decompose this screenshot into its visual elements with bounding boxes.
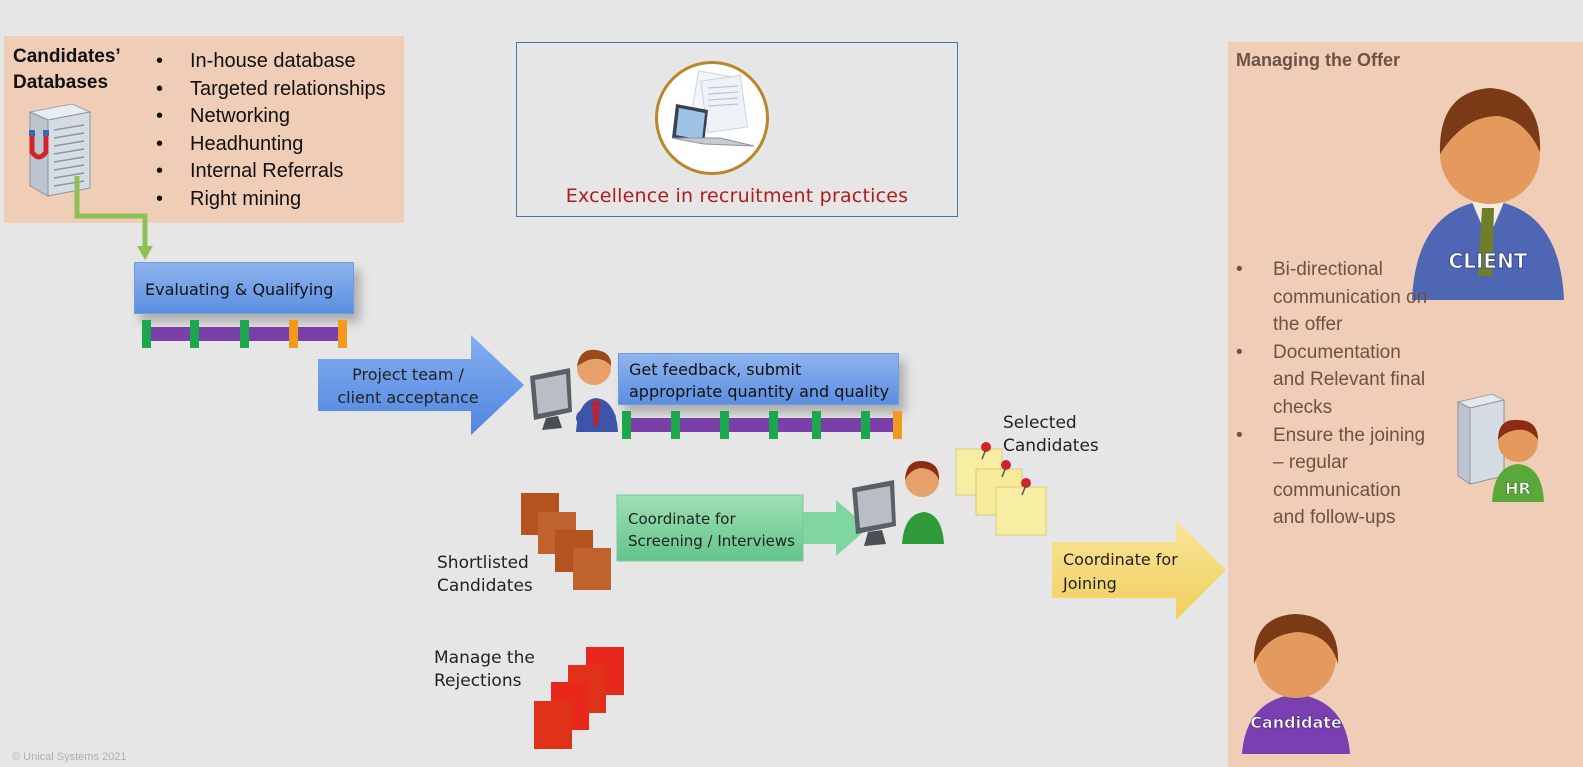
offer-point: Bi-directional communication on the offe… (1236, 256, 1436, 339)
hr-badge: HR (1505, 479, 1531, 498)
candidate-badge: Candidate (1250, 713, 1342, 732)
source-item: Networking (150, 103, 386, 131)
timeline-tick (622, 411, 631, 439)
page-title: Excellence in recruitment practices (565, 185, 909, 207)
rejections-label: Manage the Rejections (434, 648, 535, 691)
selected-notes-icon (955, 442, 1047, 536)
timeline-bar (626, 418, 896, 432)
evaluating-qualifying-box: Evaluating & Qualifying (134, 262, 354, 314)
shortlisted-label: Shortlisted Candidates (437, 553, 533, 596)
copyright-text: © Unical Systems 2021 (12, 751, 127, 763)
timeline-tick (812, 411, 821, 439)
screening-arrow (616, 494, 868, 562)
timeline-tick (861, 411, 870, 439)
shortlisted-documents-icon (521, 493, 611, 590)
coordinator-at-computer-icon (852, 460, 944, 546)
timeline-tick (769, 411, 778, 439)
timeline-tick (190, 320, 199, 348)
source-item: In-house database (150, 48, 386, 76)
excellence-header-box: Excellence in recruitment practices (516, 42, 958, 217)
source-item: Targeted relationships (150, 76, 386, 104)
recruiter-at-computer-icon (530, 349, 618, 432)
hr-avatar-icon: HR (1456, 393, 1544, 502)
acceptance-arrow (318, 335, 524, 435)
timeline-tick (671, 411, 680, 439)
databases-title: Candidates’ Databases (13, 46, 121, 93)
timeline-tick (338, 320, 347, 348)
timeline-tick (720, 411, 729, 439)
candidates-databases-panel: Candidates’ Databases In-house database … (4, 36, 404, 223)
timeline-tick (240, 320, 249, 348)
timeline-tick (142, 320, 151, 348)
timeline-tick (893, 411, 902, 439)
source-item: Right mining (150, 186, 386, 214)
joining-label: Coordinate for Joining (1063, 550, 1178, 593)
rejections-documents-icon (534, 647, 624, 749)
timeline-tick (289, 320, 298, 348)
screening-label: Coordinate for Screening / Interviews (628, 510, 795, 550)
offer-points-list: Bi-directional communication on the offe… (1236, 256, 1436, 532)
offer-title: Managing the Offer (1236, 50, 1401, 70)
source-item: Headhunting (150, 131, 386, 159)
feedback-box: Get feedback, submit appropriate quantit… (618, 353, 899, 405)
server-magnet-icon (28, 103, 92, 197)
database-sources-list: In-house database Targeted relationships… (150, 48, 386, 213)
offer-point: Ensure the joining – regular communicati… (1236, 422, 1436, 532)
candidate-avatar-icon: Candidate (1242, 614, 1350, 754)
client-avatar-icon: CLIENT (1412, 88, 1564, 300)
joining-arrow (1052, 520, 1226, 620)
acceptance-label: Project team / client acceptance (337, 365, 479, 407)
offer-point: Documentation and Relevant final checks (1236, 339, 1436, 422)
source-item: Internal Referrals (150, 158, 386, 186)
client-badge: CLIENT (1449, 249, 1528, 273)
selected-label: Selected Candidates (1003, 413, 1099, 456)
connector-arrow (74, 176, 153, 260)
managing-offer-panel: Managing the Offer CLIENT Bi-directional… (1228, 42, 1583, 767)
laptop-icon (655, 61, 769, 175)
